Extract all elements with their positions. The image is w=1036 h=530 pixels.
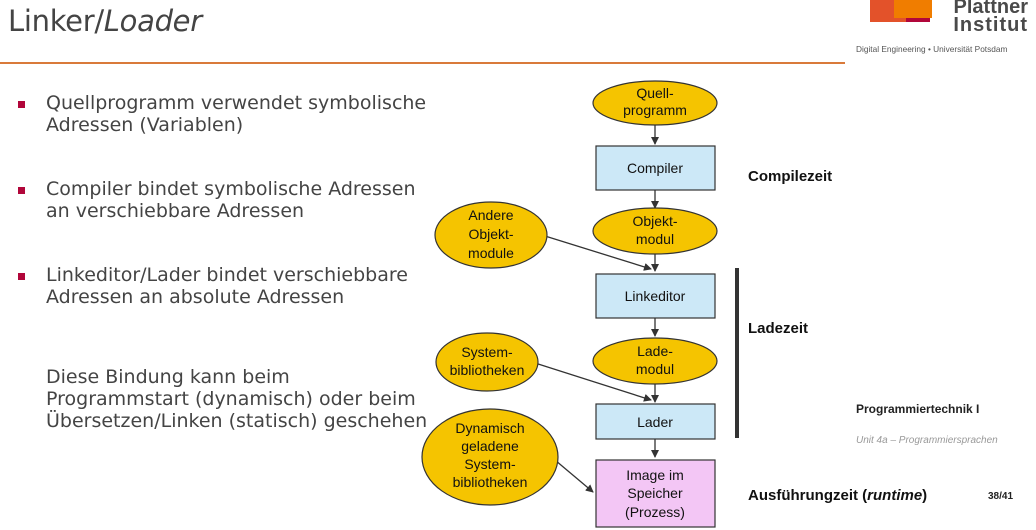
page-title: Linker/Loader <box>8 4 202 38</box>
oval-dynamisch-line-4: bibliotheken <box>453 474 528 490</box>
arrow-andere-linkeditor <box>544 235 652 271</box>
oval-lademodul-line-1: Lade- <box>637 343 673 359</box>
box-image-im-speicher: Image im Speicher (Prozess) <box>595 459 716 528</box>
title-italic: Loader <box>103 4 202 38</box>
bullet-text: Quellprogramm verwendet symbolische Adre… <box>46 92 427 136</box>
oval-andere-line-3: module <box>468 245 514 261</box>
box-lader: Lader <box>595 403 716 440</box>
note-paragraph: Diese Bindung kann beim Programmstart (d… <box>16 366 436 432</box>
bullet-item: Compiler bindet symbolische Adressen an … <box>16 178 436 222</box>
bullet-item: Quellprogramm verwendet symbolische Adre… <box>16 92 436 136</box>
oval-andere-line-2: Objekt- <box>468 226 513 242</box>
oval-dynamisch-line-3: System- <box>464 456 516 472</box>
arrow-system-lader <box>534 362 652 402</box>
title-plain: Linker/ <box>8 4 104 38</box>
logo-word-1: Plattner <box>953 0 1028 18</box>
logo-block-amber <box>894 0 932 18</box>
oval-objektmodul-line-2: modul <box>636 231 674 247</box>
logo-word-2: Institut <box>953 14 1028 36</box>
unit-label: Unit 4a – Programmiersprachen <box>856 435 998 446</box>
oval-quellprogramm-line-2: programm <box>623 102 687 118</box>
note-text: Diese Bindung kann beim Programmstart (d… <box>46 366 428 432</box>
box-image-line-3: (Prozess) <box>625 504 685 520</box>
oval-andere-objektmodule: Andere Objekt- module <box>434 201 548 269</box>
phase-compilezeit: Compilezeit <box>748 168 833 185</box>
oval-dynamisch-line-2: geladene <box>461 438 519 454</box>
box-compiler: Compiler <box>595 145 716 191</box>
oval-system-line-1: System- <box>461 344 513 360</box>
oval-andere-line-1: Andere <box>468 207 513 223</box>
logo-tagline: Digital Engineering • Universität Potsda… <box>856 44 1008 54</box>
oval-dynamisch-line-1: Dynamisch <box>455 420 524 436</box>
phase-ausfuehrung-runtime: runtime <box>867 487 923 504</box>
box-lader-label: Lader <box>637 414 673 430</box>
bullet-item: Linkeditor/Lader bindet verschiebbare Ad… <box>16 264 436 308</box>
oval-dynamisch-geladene-systembibliotheken: Dynamisch geladene System- bibliotheken <box>421 408 559 506</box>
box-compiler-label: Compiler <box>627 160 683 176</box>
course-title: Programmiertechnik I <box>856 402 980 416</box>
oval-objektmodul-line-1: Objekt- <box>632 213 677 229</box>
page-number: 38/41 <box>988 491 1014 502</box>
phase-ladezeit: Ladezeit <box>748 320 809 337</box>
bullet-square-icon <box>18 273 25 280</box>
oval-quellprogramm-line-1: Quell- <box>636 85 674 101</box>
box-linkeditor-label: Linkeditor <box>625 288 686 304</box>
institute-logo: Plattner Institut Digital Engineering • … <box>856 0 1036 60</box>
oval-systembibliotheken: System- bibliotheken <box>435 332 539 392</box>
title-rule <box>0 62 845 64</box>
oval-lademodul: Lade- modul <box>592 337 718 385</box>
box-image-line-2: Speicher <box>627 485 683 501</box>
oval-quellprogramm: Quell- programm <box>592 80 718 126</box>
bullet-text: Compiler bindet symbolische Adressen an … <box>46 178 416 222</box>
phase-ausfuehrungzeit: Ausführungzeit (runtime) <box>748 487 927 504</box>
phase-ausfuehrung-suffix: ) <box>922 487 928 504</box>
box-image-line-1: Image im <box>626 467 684 483</box>
bullet-text: Linkeditor/Lader bindet verschiebbare Ad… <box>46 264 408 308</box>
phase-ausfuehrung-prefix: Ausführungzeit ( <box>748 487 868 504</box>
ladezeit-bracket-bar <box>735 268 739 438</box>
oval-lademodul-line-2: modul <box>636 361 674 377</box>
box-linkeditor: Linkeditor <box>595 273 716 319</box>
oval-objektmodul: Objekt- modul <box>592 207 718 255</box>
oval-system-line-2: bibliotheken <box>450 362 525 378</box>
bullet-square-icon <box>18 187 25 194</box>
bullet-square-icon <box>18 101 25 108</box>
